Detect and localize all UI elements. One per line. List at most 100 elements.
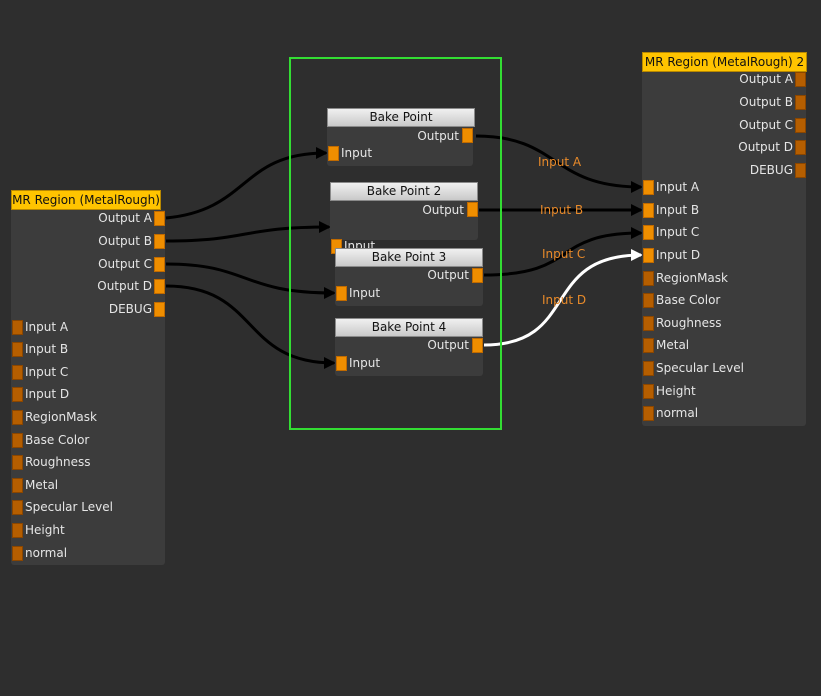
input-a-port[interactable] [12, 320, 23, 335]
output-a-port[interactable] [795, 72, 806, 87]
roughness-port[interactable] [12, 455, 23, 470]
node-body: Output A Output B Output C Output D DEBU… [11, 210, 165, 565]
base-color-port[interactable] [12, 433, 23, 448]
wire-bake-4-to-right-input-d[interactable] [483, 253, 642, 347]
input-b-label: Input B [656, 203, 700, 217]
specular-level-label: Specular Level [25, 500, 113, 514]
height-label: Height [25, 523, 65, 537]
input-a-label: Input A [25, 320, 69, 334]
mr-region-node-left[interactable]: MR Region (MetalRough) Output A Output B… [11, 190, 165, 565]
output-d-label: Output D [97, 279, 152, 293]
output-port[interactable] [467, 202, 478, 217]
output-a-label: Output A [98, 211, 152, 225]
region-mask-port[interactable] [643, 271, 654, 286]
wire-arrowhead [319, 221, 331, 233]
output-port[interactable] [472, 268, 483, 283]
input-b-port[interactable] [643, 203, 654, 218]
wire-left-output-b-to-bake-2[interactable] [165, 225, 330, 243]
node-title[interactable]: Bake Point 2 [330, 182, 478, 201]
input-port[interactable] [328, 146, 339, 161]
wire-arrowhead [324, 287, 336, 299]
wire-label-input-d: Input D [542, 293, 587, 307]
roughness-label: Roughness [25, 455, 91, 469]
input-b-port[interactable] [12, 342, 23, 357]
wire-label-input-a: Input A [538, 155, 582, 169]
bake-point-node-4[interactable]: Bake Point 4 Output Input [335, 318, 483, 376]
wire-left-output-d-to-bake-4[interactable] [165, 284, 335, 365]
node-title[interactable]: MR Region (MetalRough) 2 [642, 52, 807, 72]
height-port[interactable] [643, 384, 654, 399]
input-d-port[interactable] [12, 387, 23, 402]
output-a-label: Output A [739, 72, 793, 86]
output-b-port[interactable] [154, 234, 165, 249]
normal-port[interactable] [12, 546, 23, 561]
bake-point-node-3[interactable]: Bake Point 3 Output Input [335, 248, 483, 306]
input-d-label: Input D [656, 248, 701, 262]
input-port[interactable] [336, 286, 347, 301]
output-d-port[interactable] [154, 279, 165, 294]
wire-bake-1-to-right-input-a[interactable] [475, 134, 642, 189]
output-c-port[interactable] [154, 257, 165, 272]
roughness-port[interactable] [643, 316, 654, 331]
bake-group-frame[interactable] [289, 57, 502, 430]
base-color-port[interactable] [643, 293, 654, 308]
input-b-label: Input B [25, 342, 69, 356]
metal-label: Metal [25, 478, 59, 492]
input-port[interactable] [336, 356, 347, 371]
node-title[interactable]: Bake Point 4 [335, 318, 483, 337]
input-c-label: Input C [656, 225, 700, 239]
base-color-label: Base Color [25, 433, 90, 447]
debug-port[interactable] [154, 302, 165, 317]
debug-label: DEBUG [749, 163, 793, 177]
output-label: Output [422, 203, 464, 217]
wire-left-output-a-to-bake-1[interactable] [165, 151, 327, 220]
wire-arrowhead [324, 357, 336, 369]
output-label: Output [427, 338, 469, 352]
specular-level-port[interactable] [12, 500, 23, 515]
base-color-label: Base Color [656, 293, 721, 307]
output-port[interactable] [462, 128, 473, 143]
node-title[interactable]: Bake Point 3 [335, 248, 483, 267]
output-a-port[interactable] [154, 211, 165, 226]
specular-level-port[interactable] [643, 361, 654, 376]
input-c-port[interactable] [12, 365, 23, 380]
node-title[interactable]: Bake Point [327, 108, 475, 127]
input-label: Input [341, 146, 373, 160]
output-label: Output [417, 129, 459, 143]
input-a-label: Input A [656, 180, 700, 194]
debug-port[interactable] [795, 163, 806, 178]
normal-label: normal [656, 406, 699, 420]
output-d-port[interactable] [795, 140, 806, 155]
wire-label-input-b: Input B [540, 203, 584, 217]
normal-port[interactable] [643, 406, 654, 421]
output-c-label: Output C [739, 118, 793, 132]
output-c-label: Output C [98, 257, 152, 271]
bake-point-node-2[interactable]: Bake Point 2 Output Input [330, 182, 478, 254]
height-port[interactable] [12, 523, 23, 538]
output-c-port[interactable] [795, 118, 806, 133]
output-d-label: Output D [738, 140, 793, 154]
specular-level-label: Specular Level [656, 361, 744, 375]
node-title[interactable]: MR Region (MetalRough) [11, 190, 161, 210]
input-c-port[interactable] [643, 225, 654, 240]
mr-region-node-right[interactable]: MR Region (MetalRough) 2 Output A Output… [642, 52, 807, 426]
input-a-port[interactable] [643, 180, 654, 195]
bake-point-node-1[interactable]: Bake Point Output Input [327, 108, 475, 166]
metal-port[interactable] [12, 478, 23, 493]
input-d-port[interactable] [643, 248, 654, 263]
output-b-label: Output B [739, 95, 793, 109]
wire-bake-3-to-right-input-c[interactable] [483, 231, 642, 277]
input-c-label: Input C [25, 365, 69, 379]
metal-port[interactable] [643, 338, 654, 353]
wire-arrowhead [631, 227, 643, 239]
wire-left-output-c-to-bake-3[interactable] [165, 262, 335, 295]
node-body: Output Input [327, 127, 473, 166]
output-port[interactable] [472, 338, 483, 353]
region-mask-label: RegionMask [656, 271, 728, 285]
region-mask-label: RegionMask [25, 410, 97, 424]
region-mask-port[interactable] [12, 410, 23, 425]
node-body: Output Input [330, 201, 478, 254]
output-b-port[interactable] [795, 95, 806, 110]
debug-label: DEBUG [108, 302, 152, 316]
